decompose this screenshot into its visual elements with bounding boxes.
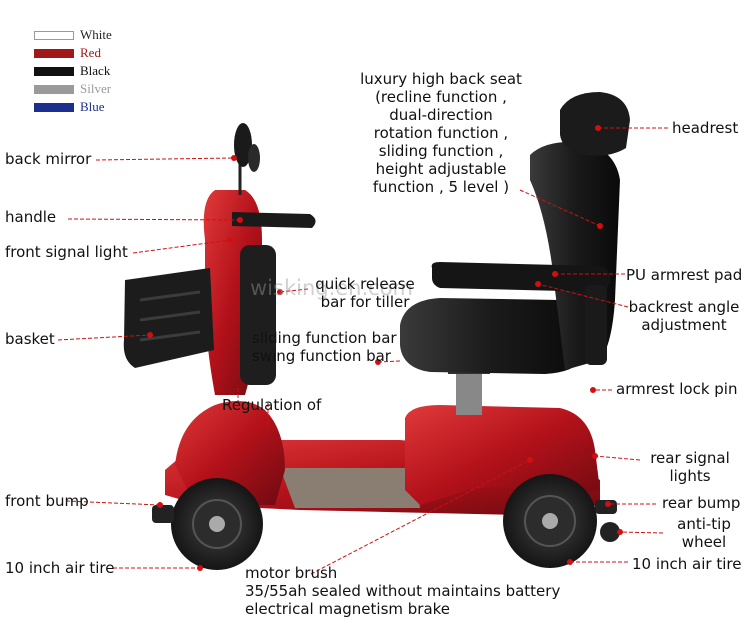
rear-wheel: [503, 474, 597, 568]
mirror: [234, 123, 252, 167]
legend-swatch: [34, 84, 74, 94]
label-back-mirror: back mirror: [5, 150, 92, 168]
mirror-2: [248, 144, 260, 172]
legend-item-silver: Silver: [34, 80, 112, 98]
handlebar: [232, 212, 316, 228]
seat-post: [456, 370, 482, 415]
legend-label: White: [80, 27, 112, 42]
watermark: wisking.en.com: [250, 276, 414, 300]
label-seat: luxury high back seat(recline function ,…: [360, 70, 522, 196]
legend-item-black: Black: [34, 62, 112, 80]
leader-dots: [147, 125, 623, 571]
label-regulation: Regulation of: [222, 396, 322, 414]
legend-label: Silver: [80, 81, 112, 96]
legend-label: Blue: [80, 99, 105, 114]
leader-lines: [57, 127, 668, 575]
label-pu-armrest-pad: PU armrest pad: [626, 266, 743, 284]
anti-tip-wheel-shape: [600, 522, 620, 542]
basket-shape: [123, 268, 214, 368]
label-armrest-lock-pin: armrest lock pin: [616, 380, 738, 398]
seat-cushion: [400, 298, 585, 374]
front-shroud: [175, 401, 285, 505]
label-basket: basket: [5, 330, 55, 348]
front-bumper: [152, 505, 174, 523]
legend-label: Red: [80, 45, 101, 60]
label-tire-left: 10 inch air tire: [5, 559, 115, 577]
color-legend: White Red Black Silver Blue: [34, 26, 112, 116]
label-front-signal-light: front signal light: [5, 243, 128, 261]
label-handle: handle: [5, 208, 57, 226]
armrest-support: [585, 285, 607, 365]
label-front-bump: front bump: [5, 492, 89, 510]
legend-swatch: [34, 102, 74, 112]
tiller-rear: [240, 245, 276, 385]
label-tire-right: 10 inch air tire: [632, 555, 742, 573]
label-rear-bump: rear bump: [662, 494, 741, 512]
legend-swatch: [34, 66, 74, 76]
legend-swatch: [34, 30, 74, 40]
label-headrest: headrest: [672, 119, 739, 137]
legend-label: Black: [80, 63, 111, 78]
legend-item-blue: Blue: [34, 98, 112, 116]
legend-item-red: Red: [34, 44, 112, 62]
floor-mat: [280, 468, 420, 508]
seat-armrest: [431, 262, 611, 292]
legend-item-white: White: [34, 26, 112, 44]
seat-headrest: [560, 92, 630, 156]
front-wheel: [171, 478, 263, 570]
legend-swatch: [34, 48, 74, 58]
